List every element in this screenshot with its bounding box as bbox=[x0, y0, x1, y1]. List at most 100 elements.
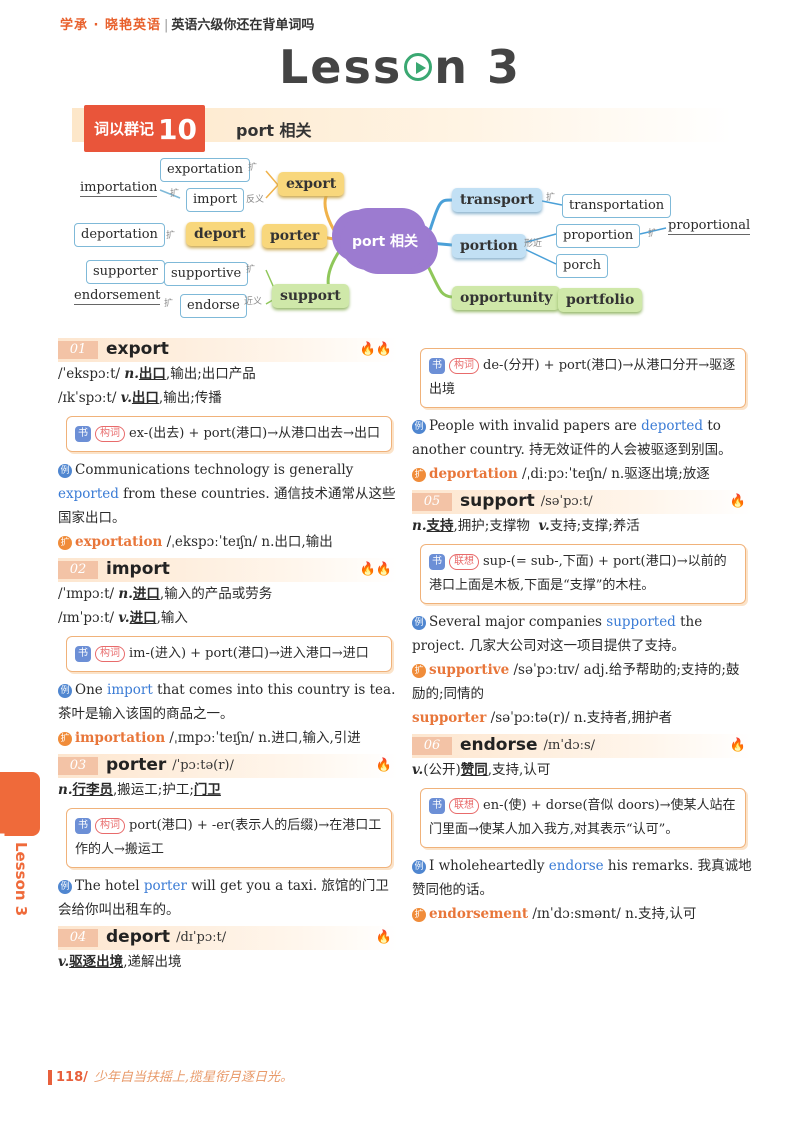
tag-extend: 扩 bbox=[648, 229, 658, 239]
definition-line: /ɪkˈspɔːt/ v.出口,输出;传播 bbox=[58, 390, 222, 406]
entry-head-export: 01 export 🔥🔥 bbox=[58, 338, 398, 362]
example-icon: 例 bbox=[412, 615, 426, 630]
group-number: 10 bbox=[158, 113, 197, 146]
flame-icon: 🔥 bbox=[729, 738, 746, 753]
entry-number: 06 bbox=[412, 737, 452, 755]
definition-line: n.行李员,搬运工;护工;门卫 bbox=[58, 782, 221, 798]
entry-number: 01 bbox=[58, 341, 98, 359]
entry-word: support bbox=[460, 491, 535, 511]
play-icon[interactable] bbox=[404, 52, 433, 81]
tag-extend: 扩 bbox=[164, 299, 174, 309]
note-icon: 书 bbox=[75, 645, 91, 662]
example-icon: 例 bbox=[412, 859, 426, 874]
entry-word: endorse bbox=[460, 735, 538, 755]
node-porch: porch bbox=[556, 254, 609, 278]
note-text: sup-(= sub-,下面) + port(港口)→以前的港口上面是木板,下面… bbox=[429, 554, 727, 593]
entry-ipa: /ɪnˈdɔːs/ bbox=[543, 738, 596, 753]
entry-word: deport bbox=[106, 927, 171, 947]
left-column: 01 export 🔥🔥 /ˈekspɔːt/ n.出口,输出;出口产品 /ɪkˈ… bbox=[58, 334, 398, 974]
flame-icon: 🔥 bbox=[375, 758, 392, 773]
node-deport: deport bbox=[186, 222, 254, 246]
node-proportional: proportional bbox=[668, 218, 751, 235]
definition-line: /ˈɪmpɔːt/ n.进口,输入的产品或劳务 bbox=[58, 586, 273, 602]
entry-number: 04 bbox=[58, 929, 98, 947]
flame-icon: 🔥🔥 bbox=[359, 562, 392, 577]
tag-extend: 扩 bbox=[248, 163, 258, 173]
note-icon: 书 bbox=[429, 553, 445, 570]
extend-icon: 扩 bbox=[412, 663, 426, 678]
flame-icon: 🔥🔥 bbox=[359, 342, 392, 357]
tag-synonym: 近义 bbox=[244, 297, 263, 307]
definition-line: /ɪmˈpɔːt/ v.进口,输入 bbox=[58, 610, 188, 626]
node-portion: portion bbox=[452, 234, 526, 258]
group-topic: port 相关 bbox=[236, 121, 312, 140]
extend-icon: 扩 bbox=[412, 907, 426, 922]
lesson-title-pre: Less bbox=[278, 40, 403, 94]
entry-number: 05 bbox=[412, 493, 452, 511]
note-tag: 联想 bbox=[449, 553, 479, 570]
tag-extend: 扩 bbox=[166, 231, 176, 241]
node-deportation: deportation bbox=[74, 223, 165, 247]
definition-line: v.驱逐出境,递解出境 bbox=[58, 954, 182, 970]
extension-line: supporter /səˈpɔːtə(r)/ n.支持者,拥护者 bbox=[412, 710, 673, 726]
definition-line: v.(公开)赞同,支持,认可 bbox=[412, 762, 551, 778]
flame-icon: 🔥 bbox=[729, 494, 746, 509]
note-tag: 构词 bbox=[95, 425, 125, 442]
node-proportion: proportion bbox=[556, 224, 641, 248]
extend-icon: 扩 bbox=[58, 731, 72, 746]
page-footer: 118/少年自当扶摇上,揽星衔月逐日光。 bbox=[48, 1066, 293, 1085]
entry-word: export bbox=[106, 339, 169, 359]
node-supportive: supportive bbox=[164, 262, 249, 286]
example-icon: 例 bbox=[58, 683, 72, 698]
note-icon: 书 bbox=[75, 817, 91, 834]
mind-map: port 相关 exportation 扩 importation 扩 impo… bbox=[0, 0, 800, 330]
tag-extend: 扩 bbox=[170, 189, 180, 199]
brand-label: 学承 · 晓艳英语 bbox=[60, 18, 161, 33]
definition-line: /ˈekspɔːt/ n.出口,输出;出口产品 bbox=[58, 366, 256, 382]
entry-ipa: /dɪˈpɔːt/ bbox=[176, 930, 227, 945]
side-lesson-tab[interactable]: Lesson 3 bbox=[6, 842, 36, 932]
extend-icon: 扩 bbox=[412, 467, 426, 482]
header-separator: | bbox=[164, 18, 169, 33]
page-number: 118/ bbox=[48, 1070, 88, 1085]
lesson-title-post: n 3 bbox=[434, 40, 522, 94]
note-icon: 书 bbox=[75, 425, 91, 442]
entry-ipa: /ˈpɔːtə(r)/ bbox=[172, 758, 234, 773]
tag-antonym: 反义 bbox=[246, 195, 265, 205]
side-unit-tab[interactable]: Unit 5 bbox=[0, 772, 40, 886]
node-opportunity: opportunity bbox=[452, 286, 561, 310]
entry-head-endorse: 06 endorse/ɪnˈdɔːs/ 🔥 bbox=[412, 734, 752, 758]
mind-map-center: port 相关 bbox=[340, 214, 430, 270]
node-export: export bbox=[278, 172, 345, 196]
example-icon: 例 bbox=[58, 879, 72, 894]
lesson-title: Less n 3 bbox=[0, 40, 800, 94]
entry-word: import bbox=[106, 559, 170, 579]
note-tag: 构词 bbox=[95, 645, 125, 662]
entry-ipa: /səˈpɔːt/ bbox=[540, 494, 593, 509]
definition-line: n.支持,拥护;支撑物 v.支持;支撑;养活 bbox=[412, 518, 640, 534]
running-header: 学承 · 晓艳英语|英语六级你还在背单词吗 bbox=[60, 14, 314, 33]
note-text: en-(使) + dorse(音似 doors)→使某人站在门里面→使某人加入我… bbox=[429, 798, 736, 837]
note-text: ex-(出去) + port(港口)→从港口出去→出口 bbox=[129, 426, 381, 441]
side-tab[interactable]: Unit 5 Lesson 3 bbox=[0, 772, 40, 932]
note-tag: 联想 bbox=[449, 797, 479, 814]
node-exportation: exportation bbox=[160, 158, 250, 182]
note-icon: 书 bbox=[429, 357, 445, 374]
